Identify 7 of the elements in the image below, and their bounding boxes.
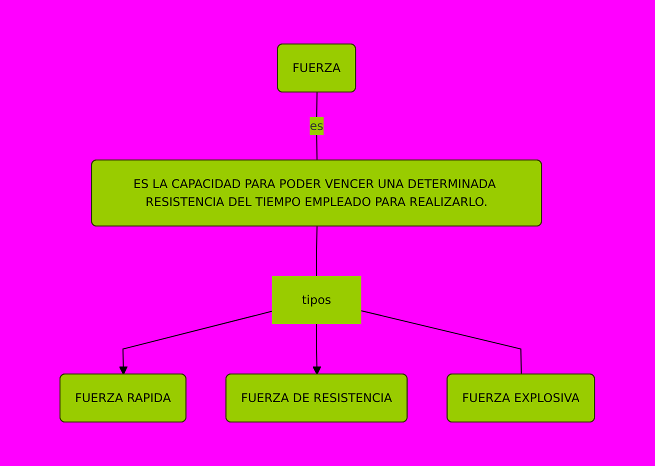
connector [316, 226, 318, 276]
connector [316, 92, 318, 161]
node-box: tipos [272, 276, 362, 324]
edge-label: es [310, 119, 324, 133]
connector [360, 310, 522, 375]
arrow [312, 324, 322, 375]
arrow [119, 310, 273, 375]
